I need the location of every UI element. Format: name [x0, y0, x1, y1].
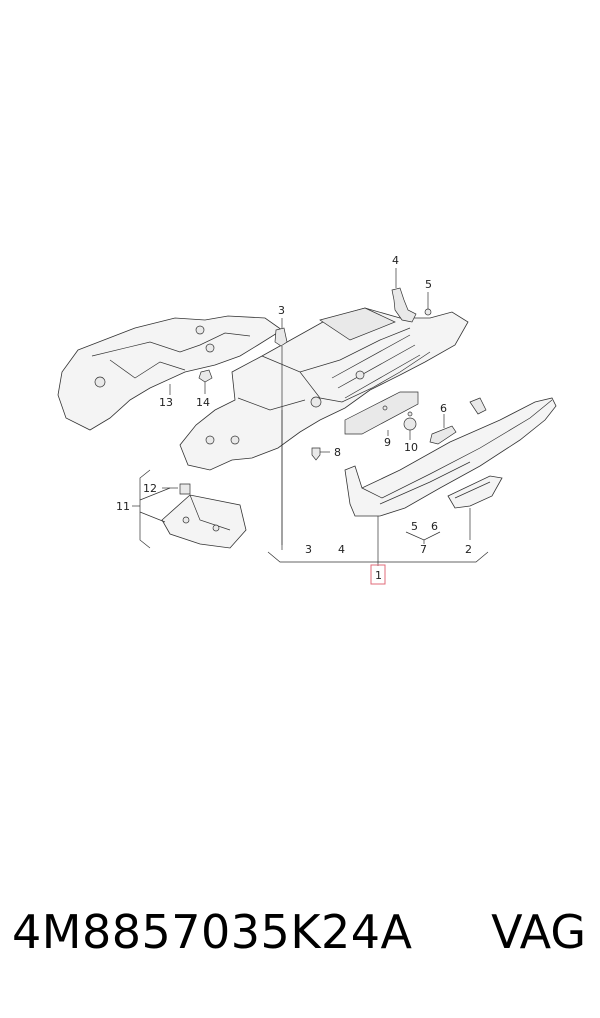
- callout-12: 12: [143, 482, 157, 495]
- part-9-strip: [344, 391, 419, 435]
- callout-4-bottom: 4: [338, 543, 345, 556]
- highlight-box: [370, 564, 386, 585]
- callout-2: 2: [465, 543, 472, 556]
- part-number: 4M8857035K24A: [12, 905, 413, 959]
- part-5-screw: [424, 292, 432, 316]
- callout-7: 7: [420, 543, 427, 556]
- callout-1: 1: [375, 569, 382, 582]
- footer: 4M8857035K24A VAG: [0, 905, 600, 975]
- brand-label: VAG: [491, 905, 586, 959]
- part-11-bracket: [161, 483, 247, 549]
- callout-5-bottom: 5: [411, 520, 418, 533]
- callout-13: 13: [159, 396, 173, 409]
- callout-labels: 4 5 3 13 14 6 9 10 8 12 11 5 6 3 4 7 2 1: [116, 254, 472, 582]
- callout-8: 8: [334, 446, 341, 459]
- callout-11: 11: [116, 500, 130, 513]
- part-8-screw: [311, 447, 330, 461]
- callout-14: 14: [196, 396, 210, 409]
- callout-10: 10: [404, 441, 418, 454]
- part-2-panel: [447, 475, 503, 540]
- callout-5-top: 5: [425, 278, 432, 291]
- callout-6-bottom: 6: [431, 520, 438, 533]
- parts-diagram: 4 5 3 13 14 6 9 10 8 12 11 5 6 3 4 7 2 1: [57, 254, 557, 585]
- part-9-housing: [179, 307, 469, 471]
- part-1-lid: [344, 397, 557, 562]
- part-4-latch: [391, 268, 417, 323]
- part-13-bracket: [57, 315, 283, 431]
- part-10-cap: [403, 417, 417, 440]
- callout-3-top: 3: [278, 304, 285, 317]
- callout-6-top: 6: [440, 402, 447, 415]
- part-14-clip: [198, 369, 213, 394]
- part-6-part: [429, 414, 457, 445]
- callout-9: 9: [384, 436, 391, 449]
- callout-3-bottom: 3: [305, 543, 312, 556]
- callout-4-top: 4: [392, 254, 399, 267]
